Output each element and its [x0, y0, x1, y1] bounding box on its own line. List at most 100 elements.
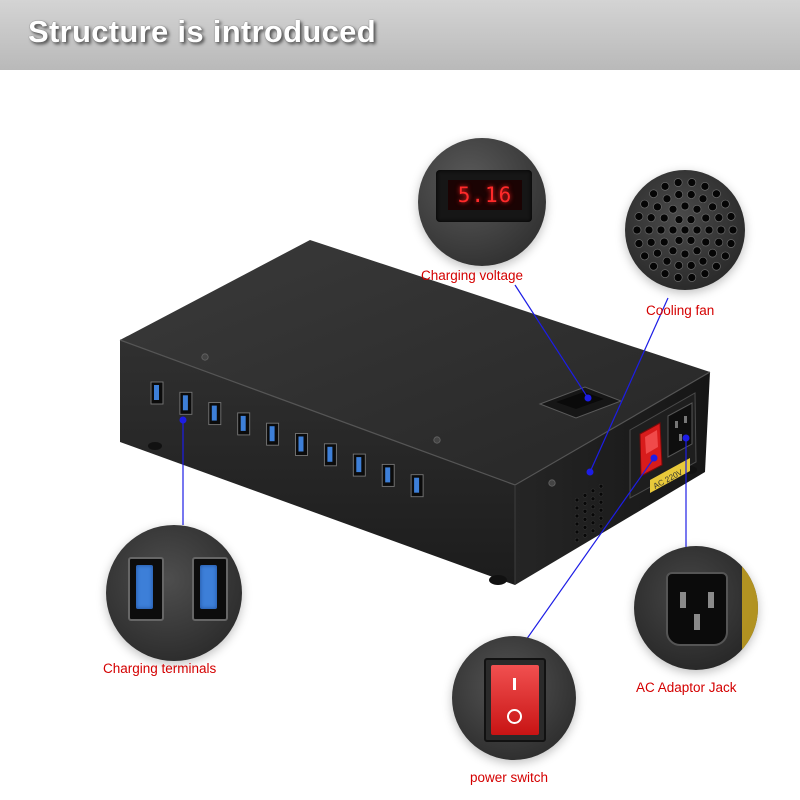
- fan-grille-hole: [704, 225, 714, 235]
- fan-grille-hole: [721, 251, 730, 261]
- fan-grille-hole: [668, 204, 678, 214]
- fan-grille-hole: [646, 213, 656, 223]
- fan-grille-hole: [700, 181, 710, 191]
- fan-grille-hole: [634, 212, 644, 221]
- usb-port-tongue: [414, 477, 420, 493]
- usb-port-closeup: [128, 557, 164, 621]
- fan-grille-hole: [692, 204, 702, 214]
- fan-grille-hole: [674, 215, 684, 224]
- vent-hole: [574, 513, 580, 519]
- leader-dot: [586, 468, 594, 476]
- power-switch-closeup: [484, 658, 546, 742]
- usb-port-closeup: [192, 557, 228, 621]
- fan-grille: [632, 178, 738, 282]
- zoom-power-switch: [452, 636, 576, 760]
- leader-dots: [179, 394, 690, 476]
- fan-grille-hole: [686, 236, 696, 245]
- usb-port-tongue: [327, 446, 333, 462]
- fan-grille-hole: [708, 202, 717, 212]
- fan-grille-hole: [698, 194, 708, 204]
- foot: [148, 442, 162, 450]
- voltage-display-bezel: 5.16: [436, 170, 532, 222]
- page-title: Structure is introduced: [28, 14, 376, 49]
- enclosure-front: [120, 340, 515, 585]
- vent-hole: [582, 533, 588, 538]
- vent-hole: [598, 523, 604, 529]
- vent-hole: [590, 504, 596, 510]
- usb-port-tongue: [182, 395, 188, 411]
- fan-grille-hole: [692, 246, 702, 256]
- vent-hole: [590, 512, 596, 518]
- fan-grille-hole: [714, 213, 724, 223]
- vent-hole: [598, 507, 604, 513]
- fan-grille-hole: [687, 273, 697, 282]
- vent-hole: [590, 488, 596, 494]
- vent-hole: [574, 529, 580, 535]
- fan-grille-hole: [640, 251, 649, 261]
- zoom-cooling-fan: [625, 170, 745, 290]
- vent-hole: [590, 496, 596, 502]
- usb-port-tongue: [356, 457, 362, 473]
- usb-port-tongue: [211, 405, 217, 421]
- fan-grille-hole: [674, 261, 684, 270]
- header-bar: Structure is introduced: [0, 0, 800, 70]
- leader-dot: [179, 416, 187, 424]
- vent-hole: [598, 491, 604, 497]
- fan-grille-hole: [634, 239, 644, 248]
- device-illustration: AC 220V: [119, 240, 711, 641]
- fan-grille-hole: [698, 256, 708, 266]
- fan-grille-hole: [721, 199, 730, 209]
- fan-grille-hole: [632, 225, 642, 235]
- fan-grille-hole: [726, 239, 736, 248]
- fan-grille-hole: [726, 212, 736, 221]
- usb-port-tongue: [298, 436, 304, 452]
- fan-grille-hole: [659, 237, 669, 247]
- fan-grille-hole: [649, 261, 658, 271]
- fan-grille-hole: [728, 225, 738, 235]
- fan-grille-hole: [716, 225, 726, 235]
- vent-hole: [582, 501, 588, 506]
- label-charging-voltage: Charging voltage: [421, 268, 524, 283]
- zoom-charging-voltage: 5.16: [418, 138, 546, 266]
- leader-cooling-fan: [589, 297, 669, 473]
- label-ac-adaptor-jack: AC Adaptor Jack: [636, 680, 737, 695]
- foot: [489, 575, 507, 585]
- fan-grille-hole: [660, 181, 670, 191]
- fan-grille-hole: [674, 190, 684, 199]
- voltage-readout: 5.16: [448, 180, 522, 210]
- vent-hole: [582, 517, 588, 522]
- fan-grille-hole: [668, 225, 678, 235]
- usb-port-tongue: [269, 426, 275, 442]
- fan-grille-hole: [680, 201, 690, 211]
- vent-hole: [598, 499, 604, 505]
- leader-lines: [182, 284, 687, 641]
- fan-grille-hole: [712, 189, 721, 199]
- fan-grille-hole: [686, 190, 696, 199]
- label-cooling-fan: Cooling fan: [646, 303, 715, 318]
- vent-hole: [590, 528, 596, 534]
- cooling-vent-grille: [574, 483, 604, 543]
- vent-hole: [574, 521, 580, 527]
- screw: [433, 436, 441, 444]
- fan-grille-hole: [653, 248, 662, 258]
- fan-grille-hole: [680, 225, 690, 235]
- fan-grille-hole: [712, 261, 721, 271]
- fan-grille-hole: [640, 199, 649, 209]
- fan-grille-hole: [680, 249, 690, 259]
- fan-grille-hole: [674, 236, 684, 245]
- vent-hole: [598, 515, 604, 521]
- fan-grille-hole: [701, 237, 711, 247]
- usb-port-row: [150, 381, 424, 498]
- zoom-ac-adaptor-jack: [634, 546, 758, 670]
- vent-hole: [582, 493, 588, 498]
- usb-port-tongue: [240, 415, 246, 431]
- fan-grille-hole: [714, 237, 724, 247]
- vent-hole: [574, 497, 580, 503]
- zoom-charging-terminals: [106, 525, 242, 661]
- power-panel: AC 220V: [629, 392, 697, 499]
- fan-grille-hole: [686, 215, 696, 224]
- vent-hole: [582, 509, 588, 514]
- fan-grille-hole: [700, 269, 710, 279]
- label-charging-terminals: Charging terminals: [103, 661, 217, 676]
- leader-charging-voltage: [514, 284, 589, 399]
